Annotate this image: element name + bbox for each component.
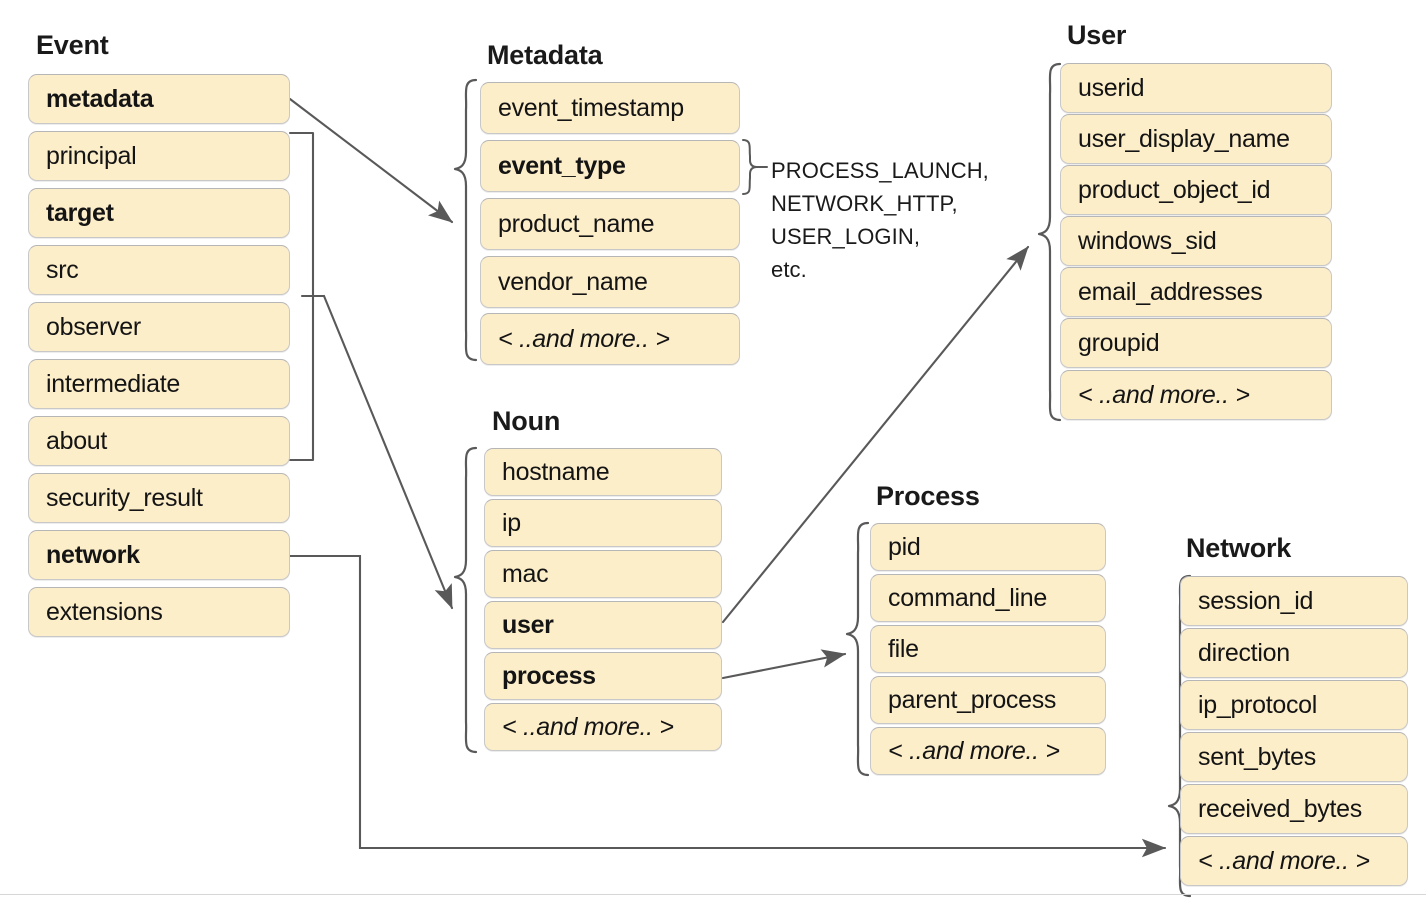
event-type-values-note: PROCESS_LAUNCH, NETWORK_HTTP, USER_LOGIN… — [771, 158, 989, 282]
field-event-metadata[interactable]: metadata — [28, 74, 290, 124]
field-process-command-line[interactable]: command_line — [870, 574, 1106, 622]
brace-noun — [453, 446, 478, 754]
group-title-metadata: Metadata — [487, 40, 603, 70]
field-event-extensions[interactable]: extensions — [28, 587, 290, 637]
field-event-observer[interactable]: observer — [28, 302, 290, 352]
field-user-groupid[interactable]: groupid — [1060, 318, 1332, 368]
field-noun-process[interactable]: process — [484, 652, 722, 700]
brace-metadata — [453, 78, 478, 362]
field-user-more[interactable]: < ..and more.. > — [1060, 370, 1332, 420]
field-metadata-more[interactable]: < ..and more.. > — [480, 313, 740, 365]
field-network-ip-protocol[interactable]: ip_protocol — [1180, 680, 1408, 730]
field-noun-hostname[interactable]: hostname — [484, 448, 722, 496]
field-event-about[interactable]: about — [28, 416, 290, 466]
link-process — [721, 649, 847, 680]
field-event-intermediate[interactable]: intermediate — [28, 359, 290, 409]
field-process-pid[interactable]: pid — [870, 523, 1106, 571]
group-title-event: Event — [36, 30, 109, 60]
field-network-more[interactable]: < ..and more.. > — [1180, 836, 1408, 886]
group-title-network: Network — [1186, 533, 1292, 563]
field-event-src[interactable]: src — [28, 245, 290, 295]
field-network-received-bytes[interactable]: received_bytes — [1180, 784, 1408, 834]
field-event-principal[interactable]: principal — [28, 131, 290, 181]
field-user-email-addresses[interactable]: email_addresses — [1060, 267, 1332, 317]
field-event-security-result[interactable]: security_result — [28, 473, 290, 523]
field-user-windows-sid[interactable]: windows_sid — [1060, 216, 1332, 266]
field-noun-ip[interactable]: ip — [484, 499, 722, 547]
field-user-display-name[interactable]: user_display_name — [1060, 114, 1332, 164]
field-noun-mac[interactable]: mac — [484, 550, 722, 598]
group-title-noun: Noun — [492, 406, 561, 436]
field-network-sent-bytes[interactable]: sent_bytes — [1180, 732, 1408, 782]
field-network-session-id[interactable]: session_id — [1180, 576, 1408, 626]
field-user-userid[interactable]: userid — [1060, 63, 1332, 113]
field-metadata-event-type[interactable]: event_type — [480, 140, 740, 192]
brace-user — [1037, 62, 1062, 422]
field-metadata-product-name[interactable]: product_name — [480, 198, 740, 250]
field-event-target[interactable]: target — [28, 188, 290, 238]
link-noun — [322, 294, 454, 610]
field-user-product-object-id[interactable]: product_object_id — [1060, 165, 1332, 215]
field-metadata-event-timestamp[interactable]: event_timestamp — [480, 82, 740, 134]
link-metadata — [288, 97, 454, 224]
field-network-direction[interactable]: direction — [1180, 628, 1408, 678]
field-process-parent-process[interactable]: parent_process — [870, 676, 1106, 724]
field-noun-user[interactable]: user — [484, 601, 722, 649]
field-process-file[interactable]: file — [870, 625, 1106, 673]
field-metadata-vendor-name[interactable]: vendor_name — [480, 256, 740, 308]
field-noun-more[interactable]: < ..and more.. > — [484, 703, 722, 751]
group-title-process: Process — [876, 481, 980, 511]
field-event-network[interactable]: network — [28, 530, 290, 580]
brace-process — [845, 521, 870, 777]
bracket-event-nouns — [288, 131, 315, 462]
group-title-user: User — [1067, 20, 1127, 50]
brace-event-type — [742, 139, 758, 195]
bottom-divider — [0, 894, 1426, 895]
field-process-more[interactable]: < ..and more.. > — [870, 727, 1106, 775]
